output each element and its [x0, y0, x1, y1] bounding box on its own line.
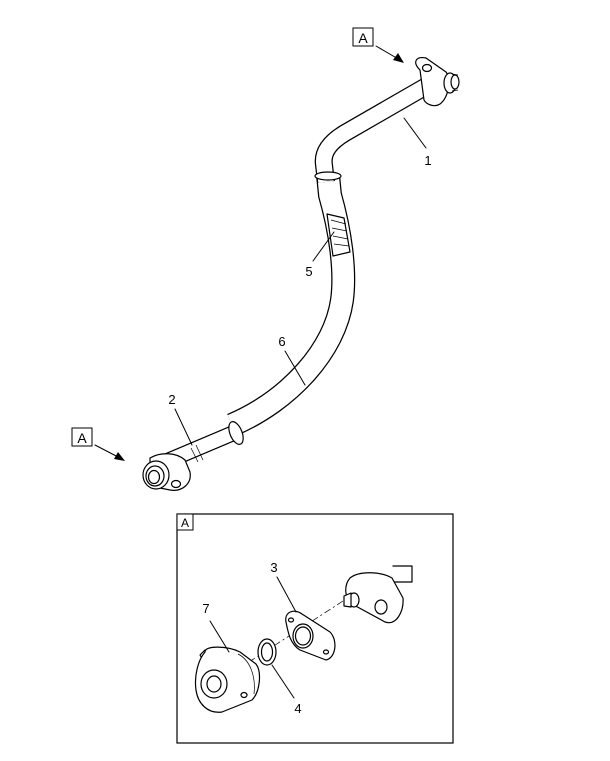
- svg-text:A: A: [358, 30, 368, 46]
- detail-view-a: A: [176, 513, 454, 744]
- callout-5: 5: [305, 231, 335, 279]
- svg-text:5: 5: [305, 264, 312, 279]
- svg-text:2: 2: [168, 392, 175, 407]
- callout-2: 2: [168, 392, 193, 446]
- detail-o-ring: [257, 638, 277, 666]
- callout-6: 6: [278, 334, 306, 386]
- view-marker-top: A: [352, 27, 374, 47]
- svg-text:7: 7: [202, 601, 209, 616]
- protective-sleeve: [326, 213, 351, 257]
- view-arrow-top: [375, 45, 404, 63]
- detail-plug: [194, 646, 261, 713]
- svg-text:A: A: [77, 430, 87, 446]
- assembly-centerline: [214, 600, 344, 685]
- callout-1: 1: [403, 117, 432, 168]
- bottom-flange-fitting: [142, 453, 191, 491]
- svg-text:A: A: [181, 516, 189, 530]
- view-marker-left: A: [71, 427, 93, 447]
- svg-text:1: 1: [424, 153, 431, 168]
- svg-text:3: 3: [270, 560, 277, 575]
- callout-7: 7: [202, 601, 230, 653]
- svg-text:4: 4: [294, 701, 301, 716]
- svg-text:6: 6: [278, 334, 285, 349]
- view-arrow-left: [94, 444, 125, 461]
- detail-gasket: [285, 610, 336, 661]
- detail-tube-flange: [343, 565, 413, 624]
- top-flange-fitting: [415, 57, 460, 107]
- callout-4: 4: [271, 664, 302, 716]
- oil-tube-assembly: [142, 57, 460, 491]
- callout-3: 3: [270, 560, 297, 613]
